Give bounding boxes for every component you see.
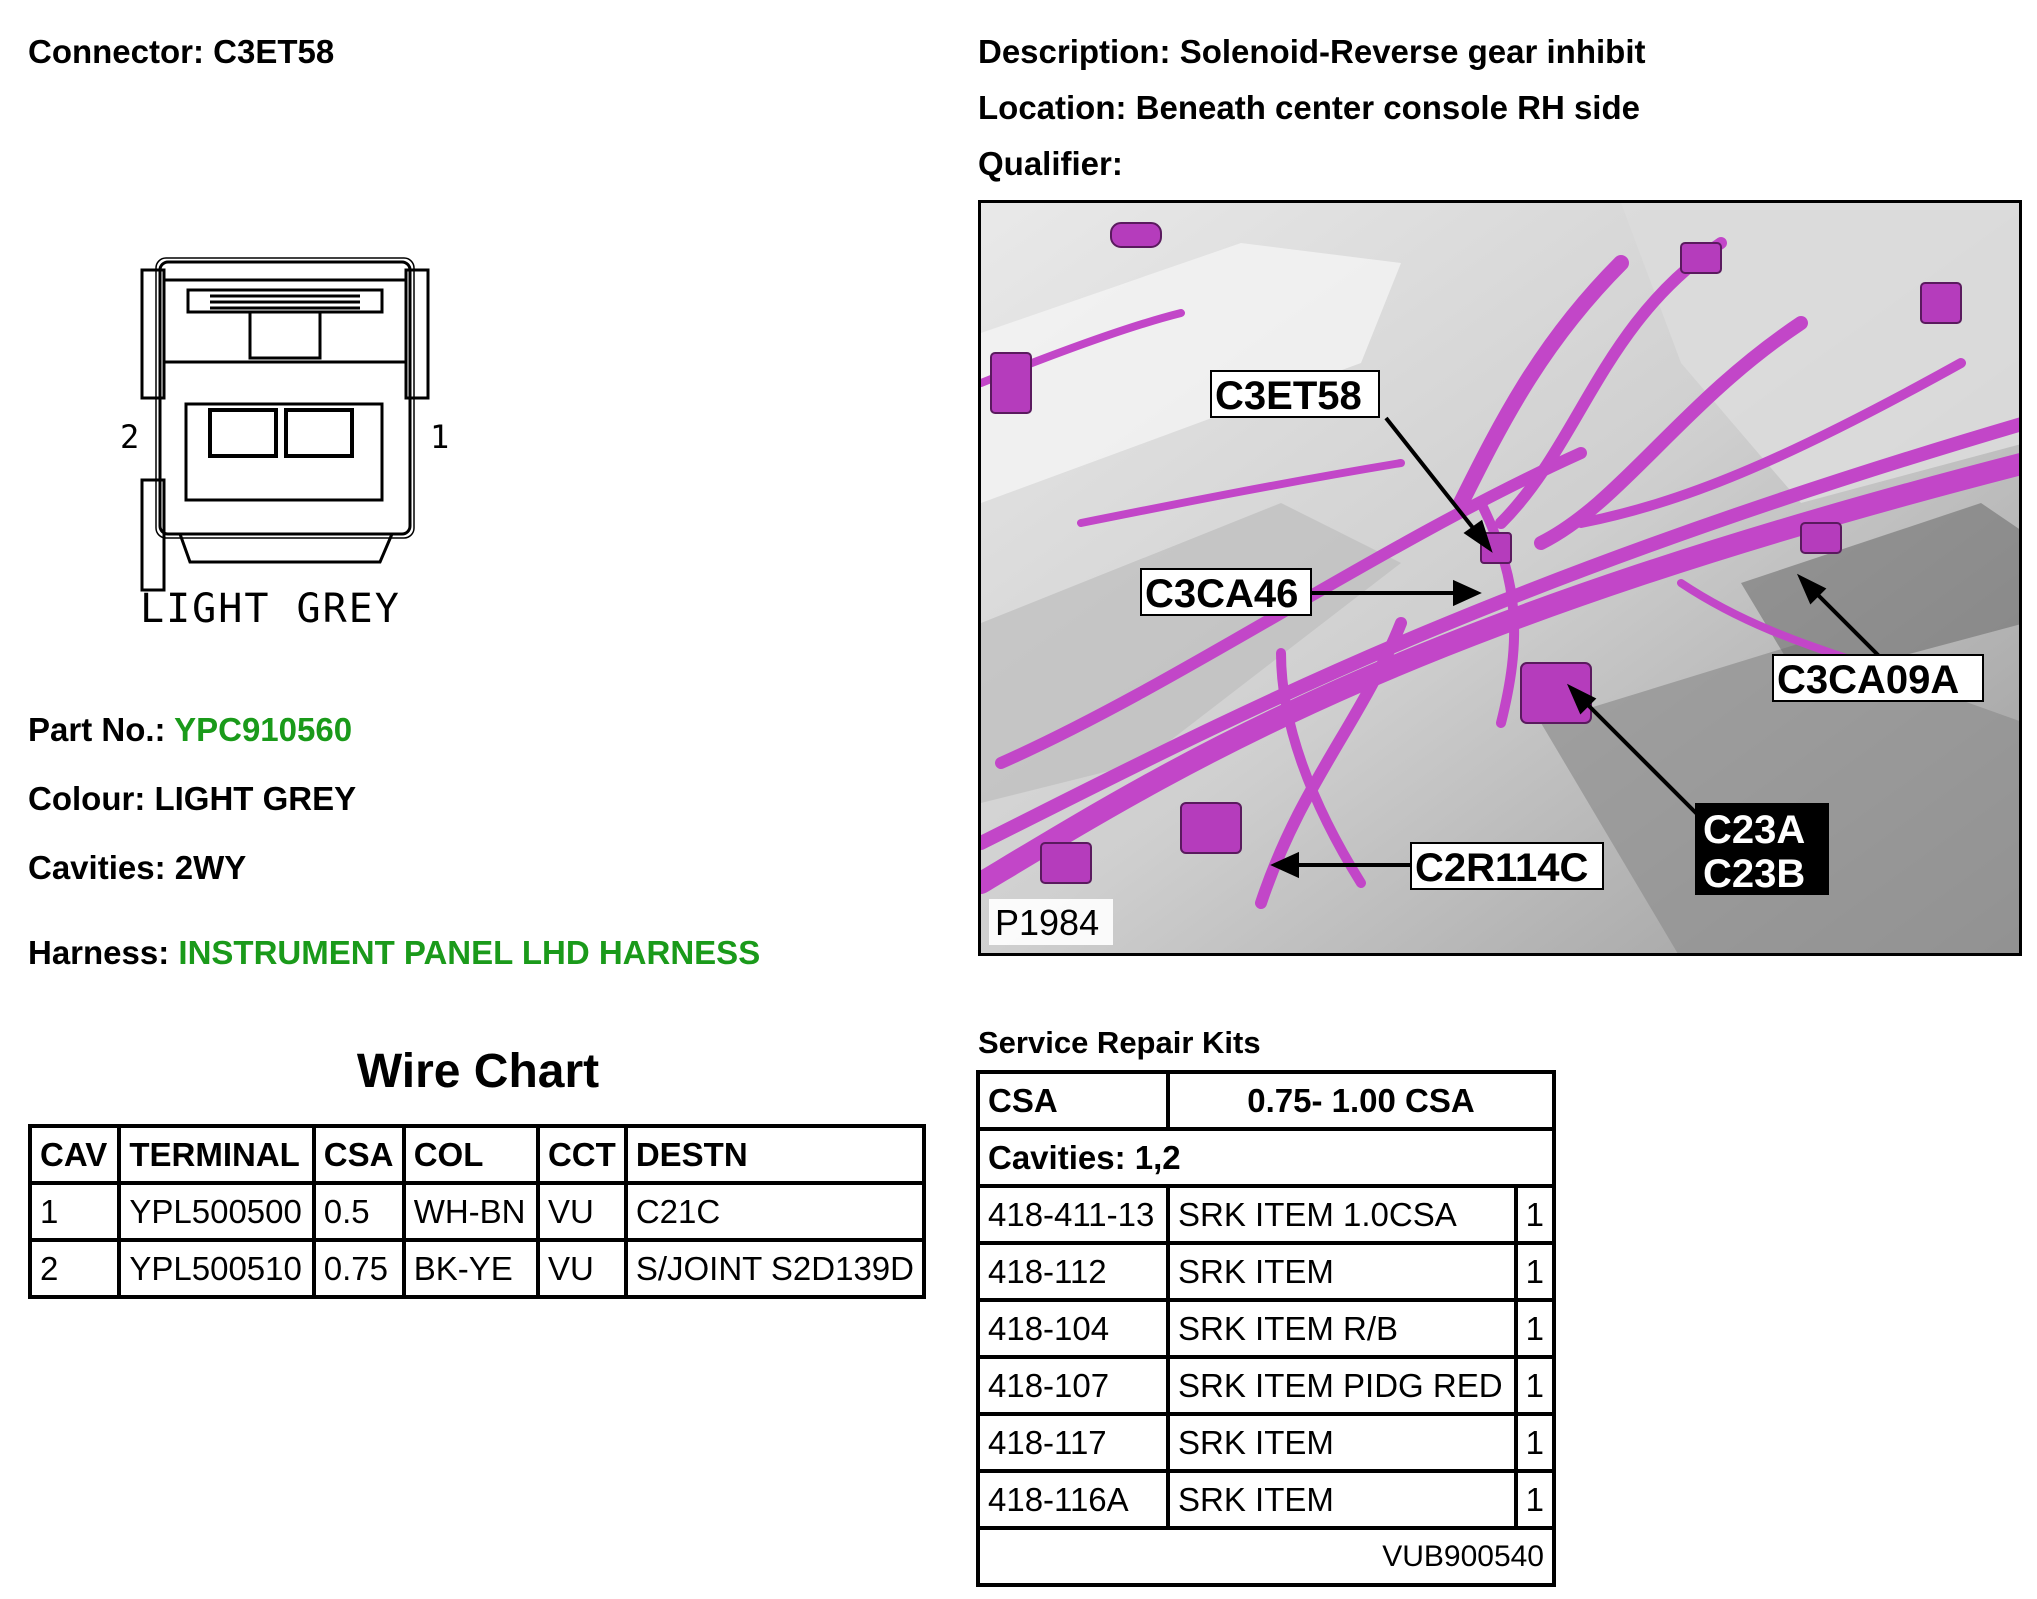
srk-cavities: Cavities: 1,2 [976, 1127, 1556, 1188]
srk-qty: 1 [1513, 1241, 1557, 1302]
srk-name: SRK ITEM 1.0CSA [1166, 1184, 1518, 1245]
location-value: Beneath center console RH side [1135, 89, 1640, 126]
colour-line: Colour: LIGHT GREY [28, 782, 356, 815]
figure-id: P1984 [995, 902, 1099, 943]
part-no-label: Part No.: [28, 711, 166, 748]
cell-cav: 2 [27, 1238, 122, 1299]
srk-code: 418-117 [976, 1412, 1170, 1473]
srk-csa-row: CSA 0.75- 1.00 CSA [976, 1070, 1556, 1131]
srk-qty: 1 [1513, 1469, 1557, 1530]
wire-chart-table: CAV TERMINAL CSA COL CCT DESTN 1 YPL5005… [27, 1124, 927, 1299]
col-cct: CCT [535, 1124, 628, 1185]
wire-chart-title: Wire Chart [356, 1045, 600, 1098]
description-line: Description: Solenoid-Reverse gear inhib… [978, 35, 1645, 68]
srk-code: 418-104 [976, 1298, 1170, 1359]
srk-name: SRK ITEM R/B [1166, 1298, 1518, 1359]
srk-qty: 1 [1513, 1184, 1557, 1245]
harness-line: Harness: INSTRUMENT PANEL LHD HARNESS [28, 936, 760, 969]
callout-c3ca09a: C3CA09A [1777, 658, 1959, 702]
harness-label: Harness: [28, 934, 170, 971]
table-row: 418-112 SRK ITEM 1 [976, 1241, 1557, 1302]
cell-terminal: YPL500500 [117, 1181, 316, 1242]
col-destn: DESTN [623, 1124, 927, 1185]
cell-csa: 0.75 [311, 1238, 406, 1299]
cell-col: WH-BN [401, 1181, 540, 1242]
table-row: 418-411-13 SRK ITEM 1.0CSA 1 [976, 1184, 1557, 1245]
srk-footer: VUB900540 [976, 1526, 1556, 1587]
harness-illustration: C3ET58 C3CA46 C3CA09A C23A C23B C2R114C … [981, 203, 2019, 953]
wire-chart-header-row: CAV TERMINAL CSA COL CCT DESTN [27, 1124, 927, 1185]
colour-value: LIGHT GREY [154, 780, 357, 817]
cell-cav: 1 [27, 1181, 122, 1242]
table-row: 2 YPL500510 0.75 BK-YE VU S/JOINT S2D139… [27, 1238, 927, 1299]
srk-table: CSA 0.75- 1.00 CSA Cavities: 1,2 418-411… [976, 1070, 1557, 1587]
cell-cct: VU [535, 1181, 628, 1242]
srk-cavities-row: Cavities: 1,2 [976, 1127, 1556, 1188]
srk-qty: 1 [1513, 1298, 1557, 1359]
table-row: 418-116A SRK ITEM 1 [976, 1469, 1557, 1530]
srk-name: SRK ITEM [1166, 1469, 1518, 1530]
table-row: 1 YPL500500 0.5 WH-BN VU C21C [27, 1181, 927, 1242]
harness-value[interactable]: INSTRUMENT PANEL LHD HARNESS [178, 934, 761, 971]
srk-name: SRK ITEM [1166, 1241, 1518, 1302]
callout-c3et58: C3ET58 [1215, 374, 1362, 418]
srk-name: SRK ITEM [1166, 1412, 1518, 1473]
cell-destn: C21C [623, 1181, 927, 1242]
srk-csa-label: CSA [976, 1070, 1170, 1131]
part-no-value[interactable]: YPC910560 [174, 711, 353, 748]
srk-code: 418-411-13 [976, 1184, 1170, 1245]
description-label: Description: [978, 33, 1171, 70]
callout-c2r114c: C2R114C [1415, 846, 1588, 890]
table-row: 418-117 SRK ITEM 1 [976, 1412, 1557, 1473]
cavities-value: 2WY [174, 849, 247, 886]
col-csa: CSA [311, 1124, 406, 1185]
connector-colour-caption: LIGHT GREY [140, 586, 401, 630]
srk-footer-row: VUB900540 [976, 1526, 1556, 1587]
cavities-label: Cavities: [28, 849, 166, 886]
srk-code: 418-107 [976, 1355, 1170, 1416]
callout-c3ca46: C3CA46 [1145, 572, 1298, 616]
location-label: Location: [978, 89, 1127, 126]
qualifier-label: Qualifier: [978, 145, 1123, 182]
cell-terminal: YPL500510 [117, 1238, 316, 1299]
connector-face-drawing: 2 1 LIGHT GREY [120, 257, 449, 630]
location-photo: C3ET58 C3CA46 C3CA09A C23A C23B C2R114C … [978, 200, 2022, 956]
part-no-line: Part No.: YPC910560 [28, 713, 352, 746]
col-terminal: TERMINAL [117, 1124, 316, 1185]
srk-code: 418-116A [976, 1469, 1170, 1530]
location-line: Location: Beneath center console RH side [978, 91, 1640, 124]
srk-code: 418-112 [976, 1241, 1170, 1302]
srk-name: SRK ITEM PIDG RED [1166, 1355, 1518, 1416]
srk-title: Service Repair Kits [978, 1025, 1261, 1060]
cell-cct: VU [535, 1238, 628, 1299]
description-value: Solenoid-Reverse gear inhibit [1179, 33, 1646, 70]
pin-2-label: 2 [120, 418, 139, 456]
cell-destn: S/JOINT S2D139D [623, 1238, 927, 1299]
qualifier-line: Qualifier: [978, 147, 1123, 180]
cavities-line: Cavities: 2WY [28, 851, 246, 884]
connector-value: C3ET58 [213, 33, 335, 70]
cell-col: BK-YE [401, 1238, 540, 1299]
srk-qty: 1 [1513, 1412, 1557, 1473]
col-cav: CAV [27, 1124, 122, 1185]
colour-label: Colour: [28, 780, 146, 817]
pin-1-label: 1 [430, 418, 449, 456]
callout-c23a: C23A [1703, 808, 1805, 852]
cell-csa: 0.5 [311, 1181, 406, 1242]
table-row: 418-107 SRK ITEM PIDG RED 1 [976, 1355, 1557, 1416]
col-col: COL [401, 1124, 540, 1185]
srk-qty: 1 [1513, 1355, 1557, 1416]
connector-line: Connector: C3ET58 [28, 35, 334, 68]
connector-label: Connector: [28, 33, 204, 70]
srk-csa-value: 0.75- 1.00 CSA [1166, 1070, 1556, 1131]
table-row: 418-104 SRK ITEM R/B 1 [976, 1298, 1557, 1359]
callout-c23b: C23B [1703, 852, 1805, 896]
